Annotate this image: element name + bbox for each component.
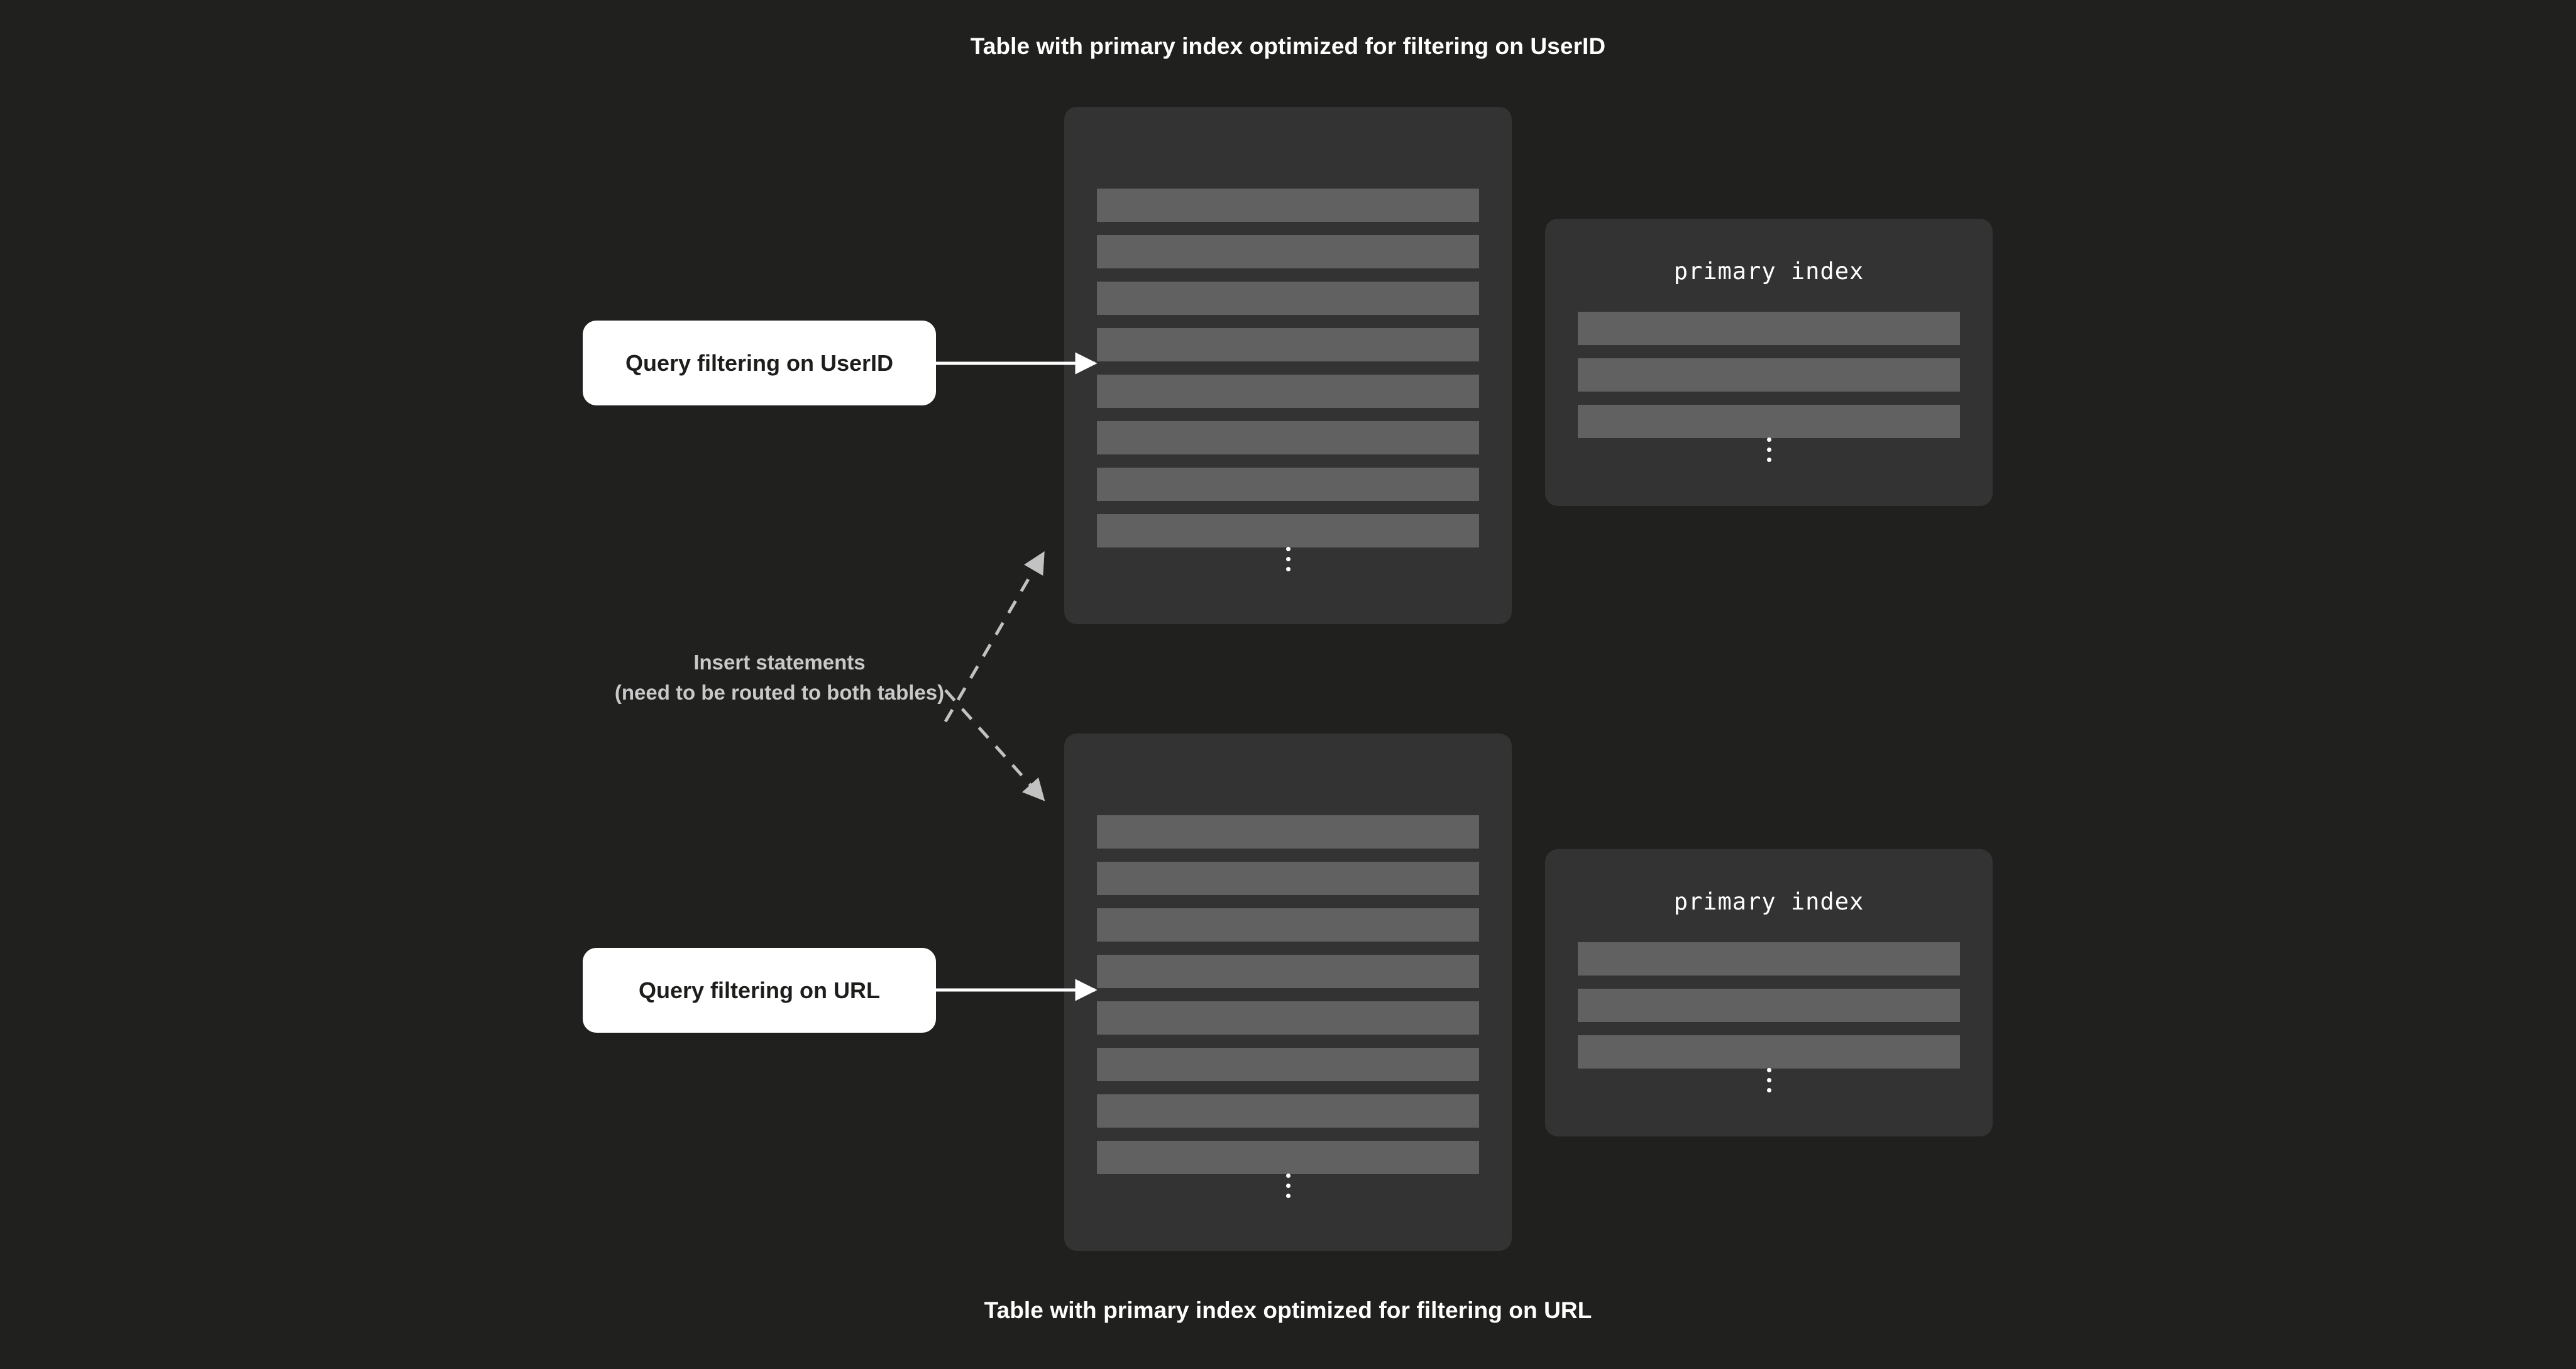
primary-index-1-ellipsis-icon — [1545, 437, 1993, 462]
insert-statements-line-1: Insert statements — [693, 651, 866, 674]
query-filtering-url-box[interactable]: Query filtering on URL — [583, 948, 936, 1033]
table-row — [1097, 1048, 1479, 1081]
primary-index-1-rows — [1578, 312, 1960, 438]
table-row — [1097, 862, 1479, 895]
query-filtering-userid-box[interactable]: Query filtering on UserID — [583, 321, 936, 405]
table-row — [1578, 1035, 1960, 1069]
table-row — [1578, 989, 1960, 1022]
insert-statements-label: Insert statements (need to be routed to … — [497, 647, 1062, 707]
table-row — [1578, 942, 1960, 976]
table-2-ellipsis-icon — [1064, 1174, 1512, 1198]
table-row — [1097, 468, 1479, 501]
table-1-ellipsis-icon — [1064, 547, 1512, 571]
bottom-caption: Table with primary index optimized for f… — [984, 1297, 1592, 1323]
table-row — [1097, 514, 1479, 547]
query-filtering-url-label: Query filtering on URL — [638, 977, 880, 1003]
primary-index-2-ellipsis-icon — [1545, 1068, 1993, 1092]
table-1-card: table 1 — [1064, 107, 1512, 624]
table-row — [1097, 375, 1479, 408]
top-caption: Table with primary index optimized for f… — [970, 33, 1606, 59]
primary-index-2-title: primary index — [1673, 888, 1864, 915]
table-row — [1097, 815, 1479, 849]
primary-index-2-rows — [1578, 942, 1960, 1069]
table-row — [1097, 328, 1479, 361]
table-row — [1097, 421, 1479, 454]
query-filtering-userid-label: Query filtering on UserID — [625, 349, 894, 376]
table-2-card: table 2 — [1064, 734, 1512, 1251]
table-row — [1578, 405, 1960, 438]
table-row — [1097, 282, 1479, 315]
table-row — [1578, 312, 1960, 345]
table-1-rows — [1097, 189, 1479, 547]
table-row — [1578, 358, 1960, 392]
primary-index-1-title: primary index — [1673, 258, 1864, 285]
primary-index-1-card: primary index — [1545, 219, 1993, 506]
table-row — [1097, 1001, 1479, 1035]
table-row — [1097, 235, 1479, 268]
table-row — [1097, 189, 1479, 222]
table-row — [1097, 955, 1479, 988]
table-row — [1097, 908, 1479, 942]
primary-index-2-card: primary index — [1545, 849, 1993, 1136]
table-2-rows — [1097, 815, 1479, 1174]
table-row — [1097, 1141, 1479, 1174]
insert-statements-line-2: (need to be routed to both tables) — [614, 680, 945, 704]
table-row — [1097, 1094, 1479, 1128]
